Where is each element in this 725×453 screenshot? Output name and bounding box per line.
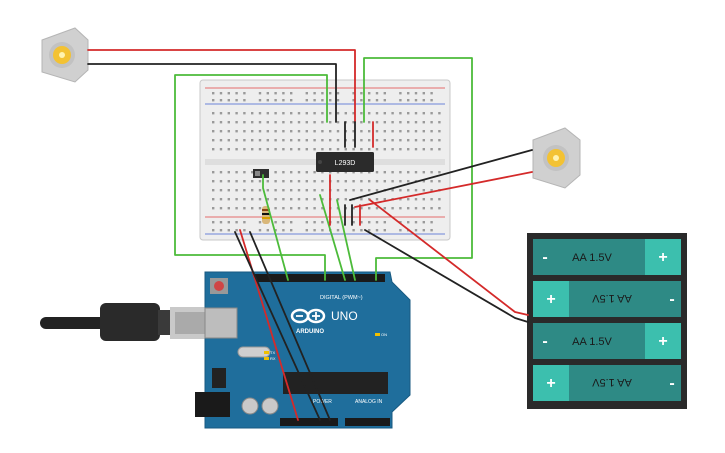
- slide-switch[interactable]: [253, 169, 269, 178]
- battery-cell-4: + - AA 1.5V: [533, 365, 681, 401]
- wire-green-switch: [262, 174, 289, 281]
- battery-cell-1: + - AA 1.5V: [533, 239, 681, 275]
- battery-cells: + - AA 1.5V + - AA 1.5V + - AA 1.5V + - AA 1.5V: [533, 239, 681, 401]
- wire-gnd-black-2: [249, 231, 331, 421]
- dc-motor-2: [532, 127, 581, 189]
- wire-green-chip1: [319, 194, 346, 281]
- analog-header-label: ANALOG IN: [355, 399, 383, 405]
- wire-battery-red: [369, 199, 529, 316]
- arduino-uno: ARDUINO UNO DIGITAL (PWM~) POWER ANALOG …: [195, 271, 411, 429]
- battery-cell-negative: -: [542, 249, 547, 266]
- battery-cell-2: + - AA 1.5V: [533, 281, 681, 317]
- wire-motor2-black: [349, 149, 533, 201]
- battery-cell-3: + - AA 1.5V: [533, 323, 681, 359]
- usb-cable: [40, 303, 210, 341]
- wires: [87, 49, 533, 421]
- wire-green-chip2: [336, 199, 356, 281]
- battery-pack: + - AA 1.5V + - AA 1.5V + - AA 1.5V + - AA 1.5V: [527, 233, 687, 409]
- on-label: ON: [381, 332, 387, 337]
- wire-motor1-red: [87, 49, 356, 123]
- arduino-logo: [290, 308, 326, 324]
- battery-cell-positive: +: [546, 291, 555, 308]
- battery-cell-label: AA 1.5V: [591, 292, 631, 304]
- tx-label: TX: [270, 350, 275, 355]
- wire-motor1-black: [87, 63, 337, 123]
- digital-header-label: DIGITAL (PWM~): [320, 295, 363, 301]
- chip-label: L293D: [335, 160, 356, 167]
- battery-cell-negative: -: [669, 375, 674, 392]
- battery-cell-label: AA 1.5V: [572, 252, 612, 264]
- wire-motor2-red: [354, 171, 533, 208]
- wire-gnd-black-1: [234, 231, 321, 421]
- battery-cell-negative: -: [542, 333, 547, 350]
- rx-label: RX: [270, 356, 276, 361]
- arduino-logo-text: ARDUINO: [296, 329, 324, 335]
- arduino-model: UNO: [331, 309, 358, 323]
- l293d-chip: L293D: [316, 152, 374, 172]
- battery-cell-label: AA 1.5V: [591, 376, 631, 388]
- battery-cell-positive: +: [658, 333, 667, 350]
- wire-power-red: [239, 229, 299, 421]
- battery-cell-label: AA 1.5V: [572, 336, 612, 348]
- dc-motor-1: [41, 27, 89, 83]
- battery-cell-negative: -: [669, 291, 674, 308]
- wire-battery-black: [364, 229, 529, 323]
- wire-green-right: [363, 57, 473, 281]
- wire-green-left: [174, 74, 328, 281]
- battery-cell-positive: +: [546, 375, 555, 392]
- resistor: [262, 206, 270, 224]
- battery-cell-positive: +: [658, 249, 667, 266]
